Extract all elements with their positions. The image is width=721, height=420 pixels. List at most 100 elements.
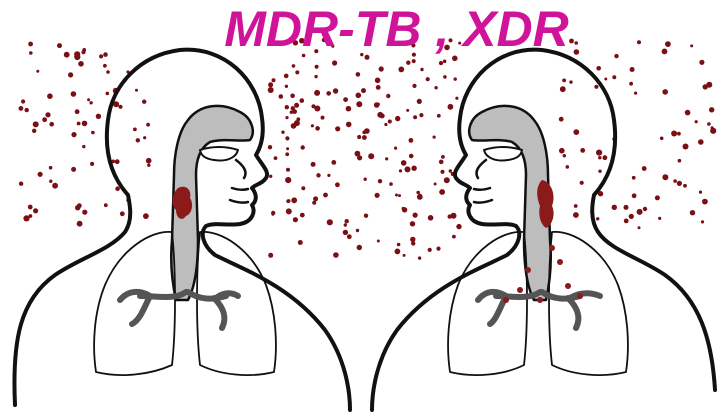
- aerosol-droplet: [286, 168, 290, 172]
- aerosol-droplet: [285, 85, 288, 88]
- aerosol-droplet: [604, 78, 607, 81]
- aerosol-droplet: [603, 155, 608, 160]
- right-person-left-lung: [448, 232, 527, 375]
- aerosol-droplet: [444, 177, 450, 183]
- aerosol-droplet: [420, 68, 423, 71]
- aerosol-droplet: [362, 135, 367, 140]
- aerosol-droplet: [361, 88, 366, 93]
- aerosol-droplet: [677, 181, 682, 186]
- aerosol-droplet: [364, 178, 367, 181]
- right-person-face-detail: [474, 160, 492, 203]
- aerosol-droplet: [384, 123, 387, 126]
- aerosol-droplet: [397, 243, 401, 247]
- aerosol-droplet: [106, 92, 110, 96]
- aerosol-droplet: [377, 112, 383, 118]
- aerosol-droplet: [36, 70, 39, 73]
- aerosol-droplet: [405, 166, 411, 172]
- aerosol-droplet: [47, 93, 53, 99]
- aerosol-droplet: [443, 75, 447, 79]
- aerosol-droplet: [401, 160, 407, 166]
- aerosol-droplet: [673, 179, 677, 183]
- aerosol-droplet: [71, 91, 77, 97]
- aerosol-droplet: [573, 212, 579, 218]
- aerosol-droplet: [314, 106, 320, 112]
- aerosol-droplet: [344, 223, 347, 226]
- aerosol-droplet: [272, 78, 276, 82]
- aerosol-droplet: [49, 180, 52, 183]
- right-person-figure: [372, 50, 715, 410]
- aerosol-droplet: [28, 205, 33, 210]
- aerosol-droplet: [406, 109, 409, 112]
- aerosol-droplet: [449, 169, 452, 172]
- left-person-face-detail: [230, 160, 248, 203]
- aerosol-droplet: [106, 70, 110, 74]
- aerosol-droplet: [612, 205, 617, 210]
- aerosol-droplet: [133, 127, 137, 131]
- aerosol-droplet: [356, 72, 361, 77]
- aerosol-droplet: [285, 152, 289, 156]
- aerosol-droplet: [19, 106, 24, 111]
- aerosol-droplet: [268, 253, 273, 258]
- aerosol-droplet: [612, 75, 616, 79]
- aerosol-droplet: [699, 191, 702, 194]
- aerosol-droplet: [709, 107, 714, 112]
- aerosol-droplet: [287, 199, 291, 203]
- aerosol-droplet: [711, 126, 714, 129]
- aerosol-droplet: [376, 85, 381, 90]
- aerosol-droplet: [52, 183, 58, 189]
- aerosol-droplet: [146, 123, 150, 127]
- aerosol-droplet: [269, 175, 272, 178]
- aerosol-droplet: [268, 87, 274, 93]
- aerosol-droplet: [19, 182, 23, 186]
- aerosol-droplet: [301, 186, 305, 190]
- aerosol-droplet: [291, 197, 297, 203]
- aerosol-droplet: [21, 99, 25, 103]
- aerosol-droplet: [326, 91, 331, 96]
- aerosol-droplet: [389, 182, 393, 186]
- aerosol-droplet: [413, 115, 417, 119]
- aerosol-droplet: [143, 213, 149, 219]
- aerosol-droplet: [677, 132, 681, 136]
- aerosol-droplet: [630, 67, 635, 72]
- aerosol-droplet: [271, 213, 274, 216]
- aerosol-droplet: [395, 116, 400, 121]
- aerosol-droplet: [632, 176, 636, 180]
- aerosol-droplet: [386, 94, 390, 98]
- aerosol-droplet: [569, 80, 572, 83]
- aerosol-droplet: [440, 170, 444, 174]
- aerosol-droplet: [418, 256, 421, 259]
- aerosol-droplet: [394, 147, 397, 150]
- aerosol-droplet: [343, 230, 348, 235]
- aerosol-droplet: [399, 169, 402, 172]
- aerosol-droplet: [346, 106, 352, 112]
- aerosol-droplet: [347, 234, 352, 239]
- aerosol-droplet: [71, 132, 76, 137]
- aerosol-droplet: [614, 54, 618, 58]
- aerosol-droplet: [596, 150, 602, 156]
- aerosol-droplet: [75, 205, 80, 210]
- aerosol-droplet: [284, 74, 289, 79]
- aerosol-droplet: [412, 59, 416, 63]
- aerosol-droplet: [417, 194, 423, 200]
- left-person-mouth-cavity: [200, 147, 238, 161]
- aerosol-droplet: [300, 213, 305, 218]
- aerosol-droplet: [662, 89, 668, 95]
- aerosol-droplet: [82, 121, 88, 127]
- aerosol-droplet: [563, 154, 566, 157]
- aerosol-droplet: [314, 90, 320, 96]
- aerosol-droplet: [403, 254, 406, 257]
- aerosol-droplet: [311, 162, 316, 167]
- aerosol-droplet: [25, 108, 29, 112]
- aerosol-droplet: [364, 214, 368, 218]
- aerosol-droplet: [439, 189, 445, 195]
- aerosol-droplet: [428, 215, 434, 221]
- aerosol-droplet: [398, 194, 401, 197]
- aerosol-droplet: [331, 160, 336, 165]
- aerosol-droplet: [452, 235, 456, 239]
- aerosol-droplet: [416, 191, 420, 195]
- right-person-right-lung: [549, 232, 628, 375]
- aerosol-droplet: [439, 160, 444, 165]
- aerosol-droplet: [695, 120, 698, 123]
